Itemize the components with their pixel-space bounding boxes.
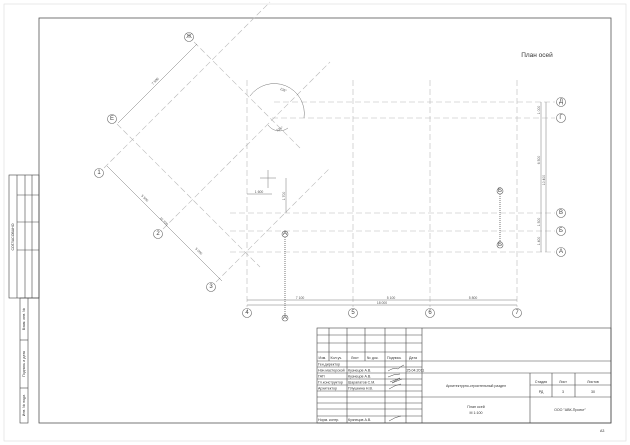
- axis-label: Е: [110, 116, 114, 122]
- scale: М 1:100: [470, 411, 483, 415]
- dim-bottom: 5 800: [469, 296, 478, 300]
- dim-right-total: 10 400: [542, 175, 546, 185]
- name: Шарапатов С.М.: [348, 381, 375, 385]
- axis-label: В: [559, 210, 563, 216]
- date: 25.04.2011: [407, 369, 425, 373]
- stage-value: РД: [539, 390, 544, 394]
- sheet-label: Лист: [559, 380, 567, 384]
- dim-small: 1 700: [282, 192, 286, 201]
- dim-bottom: 7 100: [296, 296, 305, 300]
- section-lines: А А Б Б: [281, 187, 504, 322]
- signature-icon: [387, 364, 405, 422]
- angle-label: 135°: [276, 126, 285, 133]
- axis-label: 3: [209, 284, 213, 290]
- stamp-sign-date: Подпись и дата: [22, 351, 26, 377]
- axis-label: 5: [351, 310, 355, 316]
- dim-small: 1 600: [255, 190, 264, 194]
- header-col: Подпись: [387, 356, 401, 360]
- dim-right: 1 000: [537, 106, 541, 115]
- dimensions: 7 100 5 100 5 800 18 000 1 000 6 500 1 5…: [106, 43, 547, 306]
- role: Норм. контр.: [318, 418, 339, 422]
- axis-label: 4: [245, 310, 249, 316]
- sheets-value: 30: [591, 390, 595, 394]
- drawing-title: План осей: [521, 51, 553, 59]
- dim-right: 1 500: [537, 218, 541, 227]
- sheet-format: A3: [600, 429, 604, 433]
- role: ГАП: [318, 375, 325, 379]
- axis-label: 1: [97, 170, 101, 176]
- stage-label: Стадия: [535, 380, 547, 384]
- section-title: Архитектурно-строительный раздел: [446, 384, 506, 388]
- dim-diag-top: 7 500: [151, 77, 160, 86]
- axis-label: Б: [559, 228, 563, 234]
- name: Кузнецов А.В.: [348, 418, 371, 422]
- header-col: Дата: [409, 356, 417, 360]
- stamp-inv-orig: Инв. № подл.: [22, 394, 26, 416]
- axis-markers: 4 5 6 7 Д Г В Б А 1 2 3 Е Ж: [94, 32, 566, 318]
- role: Архитектор: [318, 387, 337, 391]
- sheets-label: Листов: [587, 380, 599, 384]
- paper-border: [3, 3, 627, 442]
- dim-diag: 5 500: [140, 194, 149, 203]
- left-stamp: СОГЛАСОВАНО Взам. инв. № Подпись и дата …: [8, 174, 40, 424]
- axis-label: А: [559, 249, 563, 255]
- company: ООО "АВК-Проект": [554, 408, 587, 412]
- angle-arc-bottom: [267, 124, 289, 132]
- dim-diag: 5 000: [194, 247, 203, 256]
- section-mark: А: [283, 315, 287, 321]
- angle-label: 135°: [279, 87, 288, 93]
- axis-label: 2: [156, 231, 160, 237]
- axis-label: 6: [428, 310, 432, 316]
- header-col: Кол.уч.: [331, 356, 343, 360]
- header-col: Изм.: [319, 356, 327, 360]
- axis-label: Г: [559, 115, 563, 121]
- role: Ген.директор: [318, 363, 340, 367]
- section-mark: Б: [498, 242, 502, 248]
- dim-bottom-total: 18 000: [377, 301, 387, 305]
- sheet-value: 3: [562, 390, 564, 394]
- role: Гл.конструктор: [318, 381, 343, 385]
- agreed-label: СОГЛАСОВАНО: [11, 223, 15, 250]
- header-col: Лист: [351, 356, 359, 360]
- angle-arc-top: [249, 83, 305, 119]
- name: Кузнецов А.В.: [348, 369, 371, 373]
- role: Нач.мастерской: [318, 369, 345, 373]
- axis-label: Д: [559, 99, 563, 105]
- title-block: Изм. Кол.уч. Лист № док. Подпись Дата Ге…: [316, 327, 612, 424]
- header-col: № док.: [367, 356, 379, 360]
- dim-right: 6 500: [537, 156, 541, 165]
- name: Кузнецов А.В.: [348, 375, 371, 379]
- stamp-replace-inv: Взам. инв. №: [22, 308, 26, 330]
- section-mark: Б: [498, 188, 502, 194]
- dim-diag-total: 10 700: [159, 216, 169, 226]
- dim-bottom: 5 100: [387, 296, 396, 300]
- dim-right: 1 400: [537, 237, 541, 246]
- section-mark: А: [283, 231, 287, 237]
- axis-label: Ж: [186, 34, 192, 40]
- name: Плушкина Н.В.: [348, 387, 373, 391]
- sheet-title: План осей: [467, 405, 484, 409]
- axis-label: 7: [515, 310, 519, 316]
